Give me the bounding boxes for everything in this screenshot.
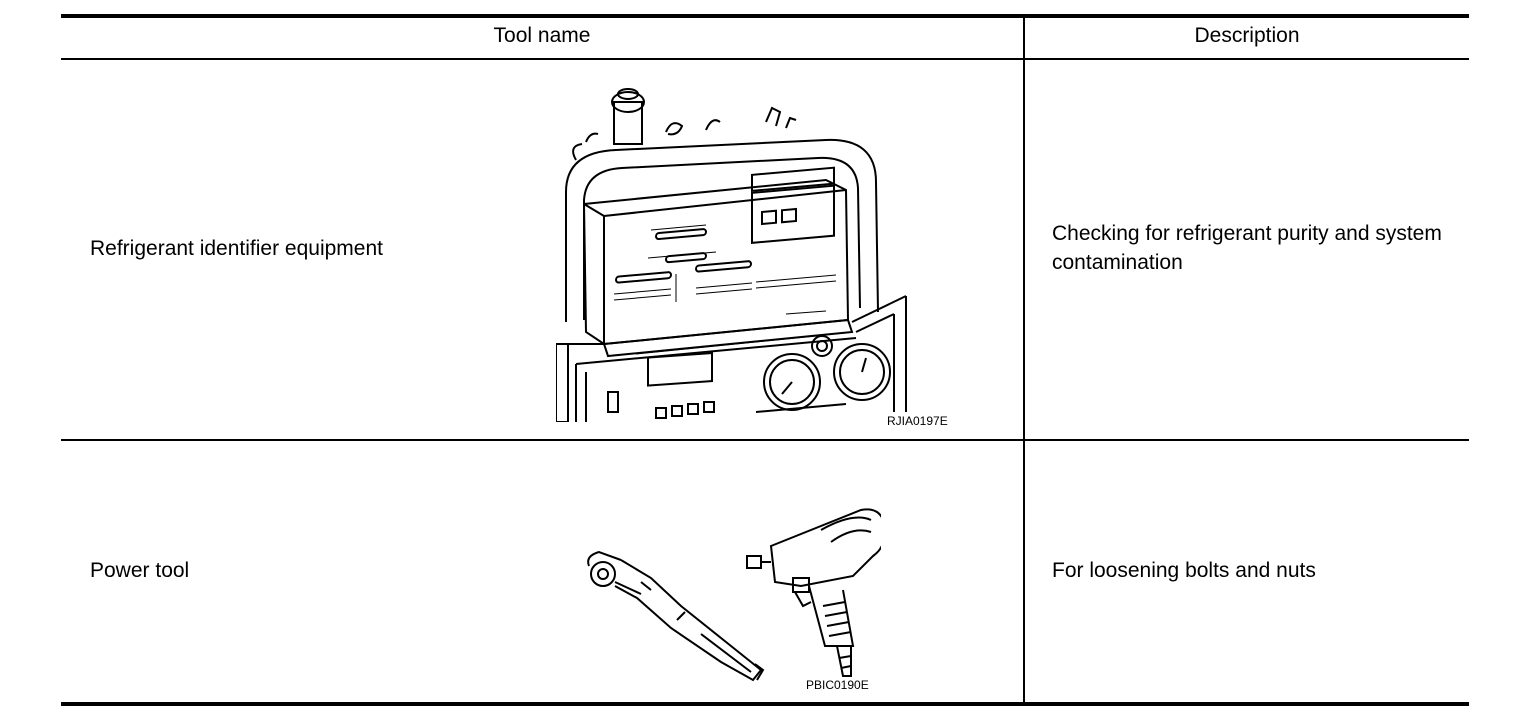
tools-table: Tool name Description Refrigerant identi… xyxy=(61,14,1469,706)
row1-tool-name: Refrigerant identifier equipment xyxy=(90,237,383,260)
header-rule xyxy=(61,58,1469,60)
header-tool-name: Tool name xyxy=(493,24,591,47)
table-top-rule xyxy=(61,14,1469,18)
row-divider xyxy=(61,439,1469,441)
power-tool-illustration xyxy=(581,486,881,696)
row2-description: For loosening bolts and nuts xyxy=(1052,559,1316,582)
table-bottom-rule xyxy=(61,702,1469,706)
figure-code-rjia0197e: RJIA0197E xyxy=(887,414,948,428)
refrigerant-identifier-illustration xyxy=(556,82,916,422)
header-description: Description xyxy=(1194,24,1300,47)
figure-code-pbic0190e: PBIC0190E xyxy=(806,678,869,692)
row1-description: Checking for refrigerant purity and syst… xyxy=(1052,222,1442,274)
row2-tool-name: Power tool xyxy=(90,559,190,582)
column-divider xyxy=(1023,16,1025,704)
